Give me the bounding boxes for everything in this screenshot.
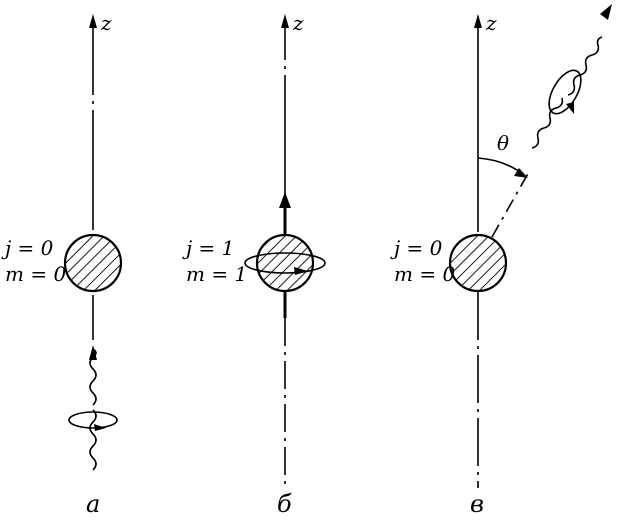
panel-c-outgoing-photon: [531, 36, 603, 149]
panel-c: z j = 0 m = 0 θ в: [390, 4, 612, 518]
panel-a-z-arrowhead: [89, 14, 97, 28]
panel-b-spin-arrowhead: [279, 192, 291, 208]
panel-c-j-label: j = 0: [390, 236, 443, 260]
panel-c-z-arrowhead: [474, 14, 482, 28]
panel-c-polarization-loop: [548, 69, 582, 115]
panel-c-loop-arrowhead: [566, 102, 574, 114]
panel-a-incoming-photon: [89, 348, 97, 471]
panel-c-z-label: z: [485, 11, 497, 35]
panel-b-caption: б: [277, 490, 292, 518]
panel-b-z-arrowhead: [281, 14, 289, 28]
panel-b-loop-arrowhead: [294, 267, 308, 275]
panel-a-z-label: z: [100, 11, 112, 35]
panel-c-m-label: m = 0: [394, 262, 455, 286]
panel-a-polarization-loop: [68, 411, 118, 429]
panel-a-m-label: m = 0: [5, 262, 66, 286]
panel-a: z j = 0 m = 0 а: [1, 11, 123, 518]
panel-c-caption: в: [470, 490, 484, 518]
panel-a-j-label: j = 0: [1, 236, 54, 260]
panel-c-theta-label: θ: [497, 131, 509, 155]
panel-a-loop-arrowhead: [94, 424, 106, 431]
panel-c-photon-arrowhead: [600, 4, 612, 20]
panel-a-caption: а: [86, 490, 100, 518]
panel-b-atom: [255, 233, 315, 293]
panel-a-atom: [63, 233, 123, 293]
panel-b-rotation-loop: [244, 252, 326, 274]
panel-c-emission-direction: [491, 169, 531, 238]
panel-b-z-label: z: [292, 11, 304, 35]
panel-b: z j = 1 m = 1 б: [182, 11, 326, 518]
panel-c-atom: [448, 233, 508, 293]
panel-b-j-label: j = 1: [182, 236, 234, 260]
panel-c-angle-arrowhead: [514, 168, 528, 178]
panel-b-m-label: m = 1: [186, 262, 247, 286]
